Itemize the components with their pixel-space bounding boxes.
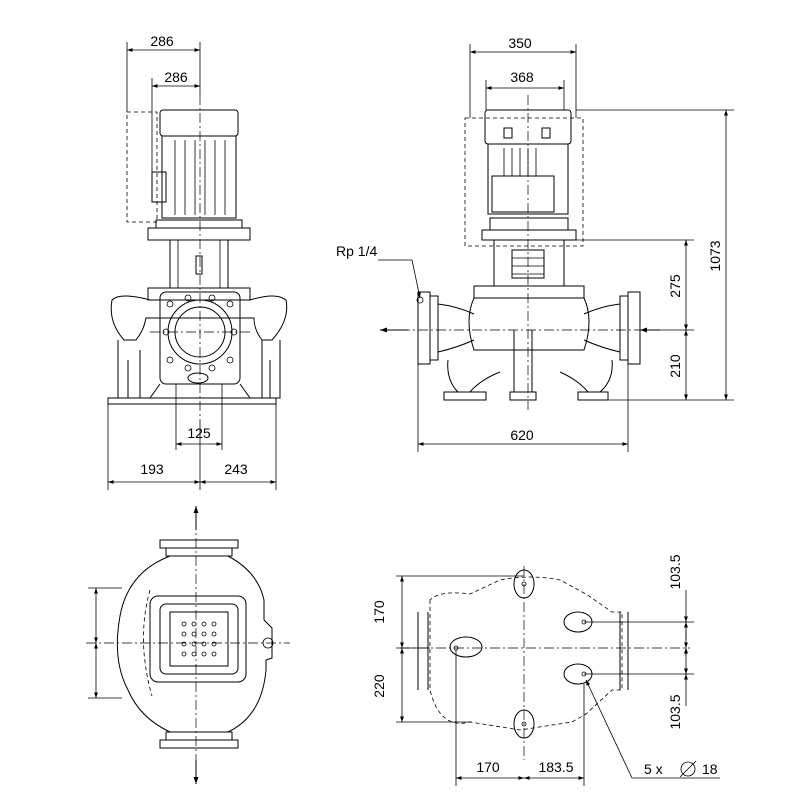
port-label: Rp 1/4 (336, 243, 377, 259)
plan-right-upper-label: 103.5 (667, 554, 683, 589)
front-width-inner-label: 286 (164, 69, 188, 85)
front-view: 286 286 125 193 243 (107, 33, 288, 490)
side-lower-height-label: 210 (667, 354, 683, 378)
side-view: 350 368 Rp 1/4 620 275 210 1073 (336, 35, 734, 452)
plan-left-upper-label: 170 (371, 600, 387, 624)
plan-holes-diameter-label: 18 (702, 761, 718, 777)
top-view (86, 506, 290, 784)
plan-right-lower-label: 103.5 (667, 694, 683, 729)
side-width-inner-label: 368 (510, 69, 534, 85)
plan-bottom-left-label: 170 (476, 759, 500, 775)
diameter-icon (680, 761, 696, 777)
plan-bottom-right-label: 183.5 (538, 759, 573, 775)
side-width-outer-label: 350 (508, 35, 532, 51)
plan-left-lower-label: 220 (371, 674, 387, 698)
plan-holes-count-label: 5 x (644, 761, 663, 777)
front-width-outer-label: 286 (150, 33, 174, 49)
foot-plan: 170 220 103.5 103.5 170 183.5 5 x 18 (371, 554, 720, 786)
front-base-center-label: 125 (187, 425, 211, 441)
front-base-left-label: 193 (140, 461, 164, 477)
front-base-right-label: 243 (224, 461, 248, 477)
side-base-length-label: 620 (510, 427, 534, 443)
side-total-height-label: 1073 (707, 240, 723, 271)
side-upper-height-label: 275 (667, 274, 683, 298)
